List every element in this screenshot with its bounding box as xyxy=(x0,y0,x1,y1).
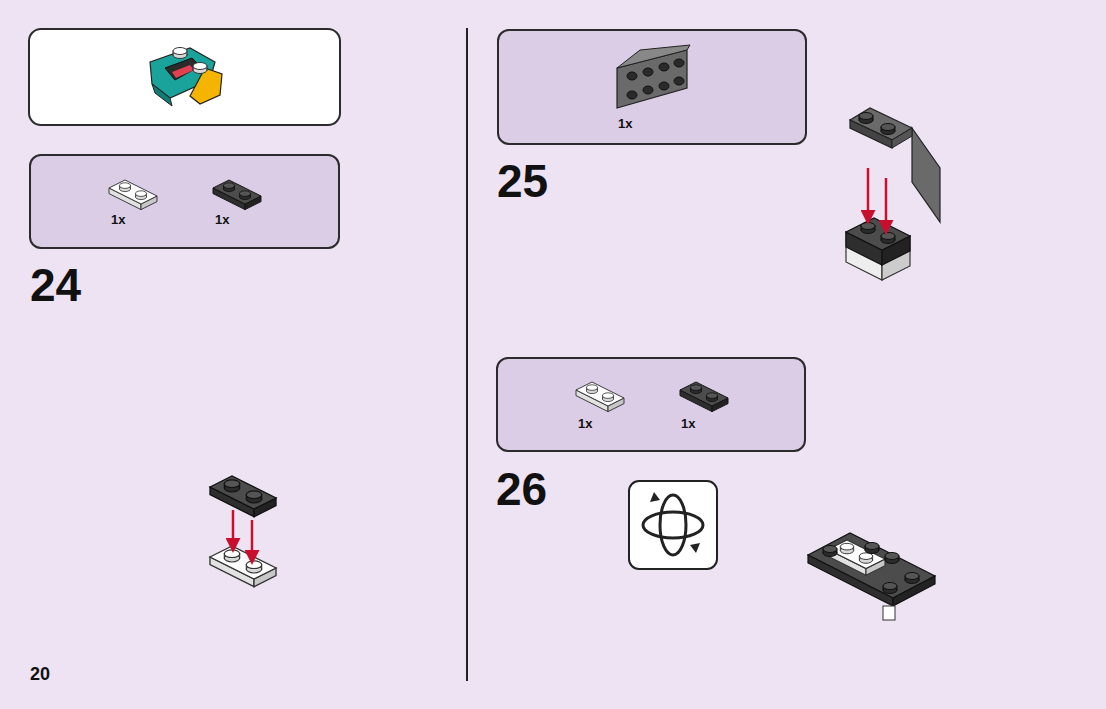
part-quantity: 1x xyxy=(618,116,632,131)
step-number: 25 xyxy=(497,158,548,204)
rotate-icon xyxy=(629,481,717,569)
part-quantity: 1x xyxy=(215,212,229,227)
parts-callout: 1x 1x xyxy=(496,357,806,452)
part-quantity: 1x xyxy=(681,416,695,431)
part-quantity: 1x xyxy=(578,416,592,431)
part-quantity: 1x xyxy=(111,212,125,227)
bracket-part xyxy=(617,45,690,108)
subassembly-piece xyxy=(150,48,222,107)
bracket-part xyxy=(850,108,940,222)
step-number: 26 xyxy=(496,466,547,512)
assembly xyxy=(808,533,935,620)
parts-callout: 1x 1x xyxy=(29,154,340,249)
step-number: 24 xyxy=(30,262,81,308)
brick-stack xyxy=(846,218,910,280)
parts-callout: 1x xyxy=(497,29,807,145)
page-number: 20 xyxy=(30,665,50,683)
